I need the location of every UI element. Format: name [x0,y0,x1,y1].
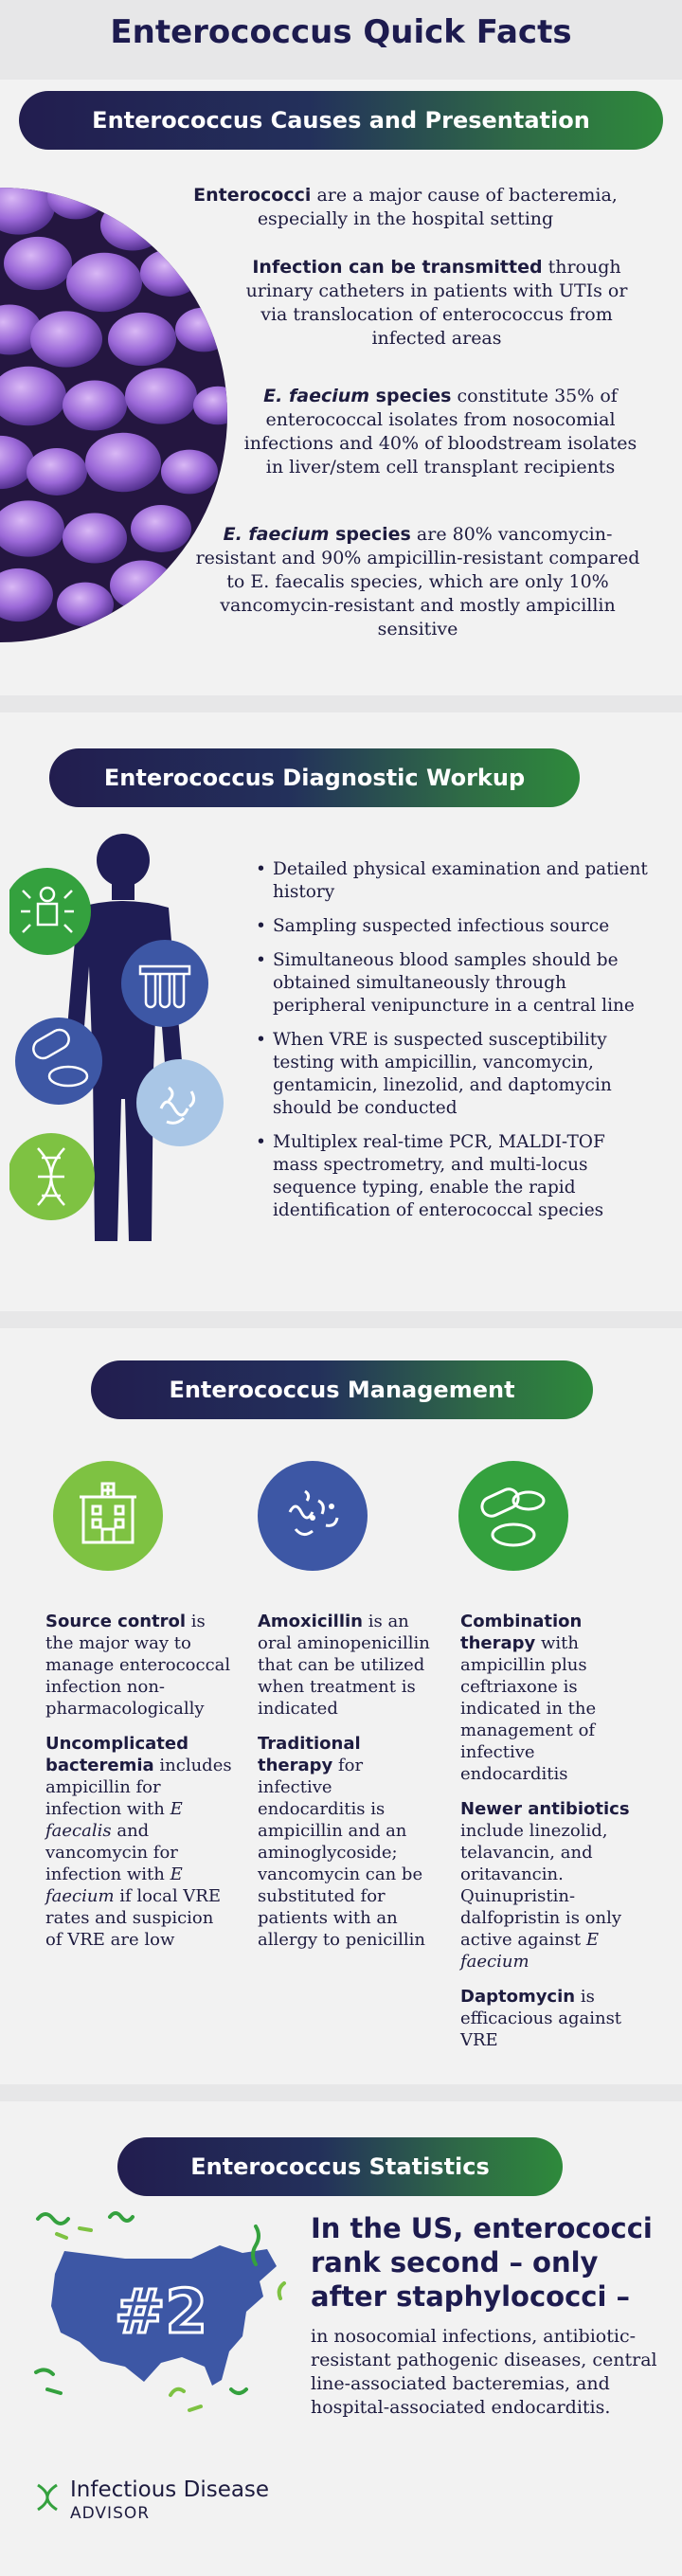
bacteria-cell [4,236,72,291]
bacteria-cell [161,449,218,495]
bacteria-cell [175,307,227,352]
diagnostic-bullet-item: Detailed physical examination and patien… [254,858,652,904]
logo-mark-icon [37,2483,58,2512]
bacteria-micrograph-image [0,188,227,642]
management-item: Newer antibiotics include linezolid, tel… [460,1799,630,1972]
causes-banner: Enterococcus Causes and Presentation [19,91,663,150]
causes-paragraph-1: Enterococci are a major cause of bactere… [193,185,618,229]
rank-label: #2 [115,2278,207,2348]
statistics-banner: Enterococcus Statistics [117,2137,563,2196]
pills-icon [15,1018,102,1105]
diagnostic-bullet-item: Multiplex real-time PCR, MALDI-TOF mass … [254,1131,652,1222]
statistics-headline: In the US, enterococci rank second – onl… [311,2212,653,2313]
logo-line-1: Infectious Disease [70,2477,270,2502]
us-map-icon: #2 [34,2211,286,2412]
management-item: Uncomplicated bacteremia includes ampici… [45,1734,232,1950]
bacteria-cell [125,368,197,424]
bacteria-cell [0,304,42,355]
section-statistics: Enterococcus Statistics #2 In the US, en… [0,2101,682,2576]
bacteria-cell [0,366,66,426]
logo-line-2: ADVISOR [70,2504,151,2523]
bacteria-cell [193,386,227,425]
bacteria-cell [110,560,174,611]
management-item: Amoxicillin is an oral aminopenicillin t… [258,1612,430,1719]
bacteria-cell [27,448,87,495]
section-causes: Enterococcus Causes and Presentation Ent… [0,80,682,695]
patient-exam-icon [9,868,91,955]
diagnostic-bullet-item: Sampling suspected infectious source [254,915,652,938]
management-column-1: Source control is the major way to manag… [45,1611,235,1964]
management-column-3: Combination therapy with ampicillin plus… [460,1611,640,2064]
diagnostic-bullet-item: Simultaneous blood samples should be obt… [254,949,652,1018]
management-item: Traditional therapy for infective endoca… [258,1734,425,1950]
bacteria-cell [30,311,102,368]
bacteria-cell [0,567,53,622]
bacteria-cell [63,380,127,431]
dna-icon [9,1133,95,1220]
bacteria-icon [136,1059,224,1146]
bacteria-circle-icon [258,1461,368,1571]
section-diagnostic: Enterococcus Diagnostic Workup [0,712,682,1311]
bacteria-cell [63,513,127,564]
bacteria-cell [0,500,64,557]
bacteria-cell [140,249,201,297]
causes-paragraph-4: E. faecium species are 80% vancomycin-re… [195,524,640,639]
causes-paragraph-2: Infection can be transmitted through uri… [245,257,628,349]
bacteria-cell [85,432,161,493]
management-column-2: Amoxicillin is an oral aminopenicillin t… [258,1611,438,1964]
diagnostic-illustration [9,834,224,1241]
hospital-icon [53,1461,163,1571]
bacteria-cell [108,312,176,367]
bacteria-cell [131,505,191,552]
statistics-body: in nosocomial infections, antibiotic-res… [311,2326,657,2418]
management-banner: Enterococcus Management [91,1360,593,1419]
management-item: Daptomycin is efficacious against VRE [460,1987,622,2050]
bacteria-cell [0,188,55,235]
bacteria-cell [57,582,114,627]
pills-circle-icon [458,1461,568,1571]
diagnostic-bullet-list: Detailed physical examination and patien… [254,858,652,1234]
bacteria-cell [0,435,34,490]
bacteria-cell [66,252,142,313]
causes-paragraph-3: E. faecium species constitute 35% of ent… [243,386,637,477]
diagnostic-bullet-item: When VRE is suspected susceptibility tes… [254,1029,652,1120]
blood-sample-tubes-icon [121,940,208,1027]
bacteria-cell [100,200,165,251]
section-management: Enterococcus Management Source control i… [0,1328,682,2084]
page-title: Enterococcus Quick Facts [110,13,572,51]
diagnostic-banner: Enterococcus Diagnostic Workup [49,748,580,807]
management-item: Combination therapy with ampicillin plus… [460,1612,597,1784]
management-item: Source control is the major way to manag… [45,1612,231,1719]
